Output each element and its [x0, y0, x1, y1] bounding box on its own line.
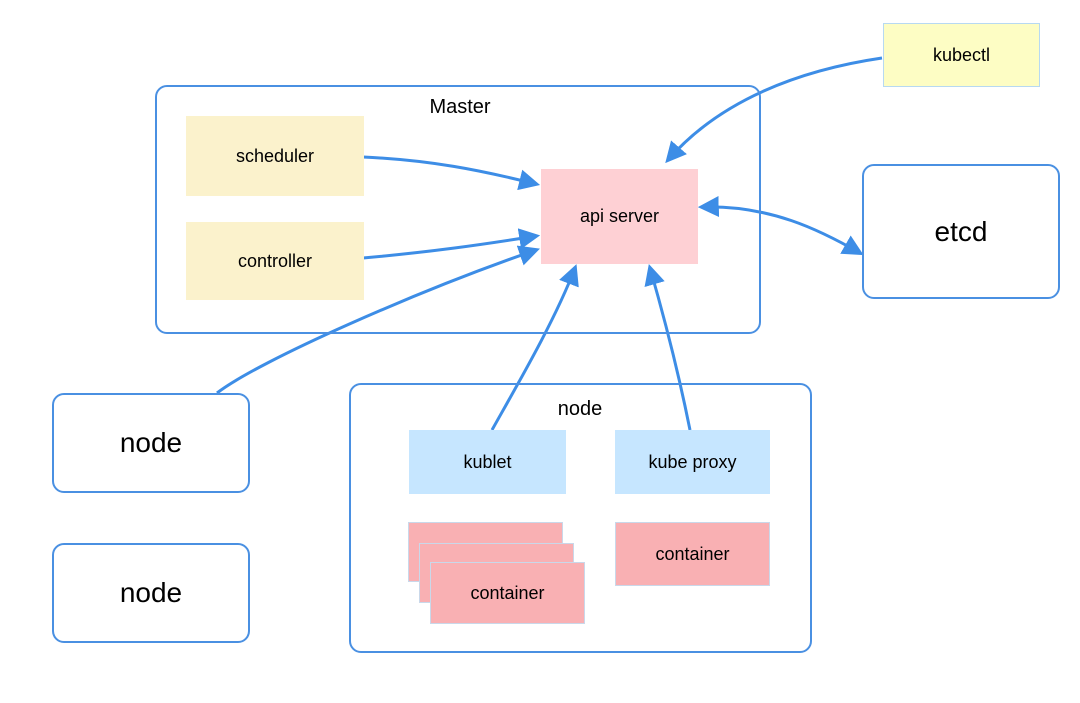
- etcd-label: etcd: [934, 215, 988, 247]
- node-main-title: node: [557, 398, 603, 420]
- container-stack-label: container: [470, 582, 545, 603]
- node-left-bottom-box: node: [52, 543, 250, 643]
- node-left-top-box: node: [52, 393, 250, 493]
- scheduler-box: scheduler: [186, 116, 364, 196]
- api-server-label: api server: [579, 206, 660, 226]
- controller-box: controller: [186, 222, 364, 300]
- kubectl-label: kubectl: [932, 44, 991, 65]
- kubectl-box: kubectl: [883, 23, 1040, 87]
- container-stack-front: container: [430, 562, 585, 624]
- node-main-group: [349, 383, 812, 653]
- node-left-bottom-label: node: [119, 577, 183, 608]
- scheduler-label: scheduler: [235, 145, 315, 166]
- kube-proxy-label: kube proxy: [648, 451, 737, 472]
- master-group: [155, 85, 761, 334]
- api-server-box: api server: [541, 169, 698, 264]
- kube-proxy-box: kube proxy: [615, 430, 770, 494]
- master-title: Master: [429, 96, 491, 118]
- kubelet-box: kublet: [409, 430, 566, 494]
- etcd-box: etcd: [862, 164, 1060, 299]
- node-left-top-label: node: [119, 427, 183, 458]
- controller-label: controller: [237, 250, 313, 271]
- container-single-box: container: [615, 522, 770, 586]
- container-single-label: container: [655, 543, 730, 564]
- kubelet-label: kublet: [463, 451, 512, 472]
